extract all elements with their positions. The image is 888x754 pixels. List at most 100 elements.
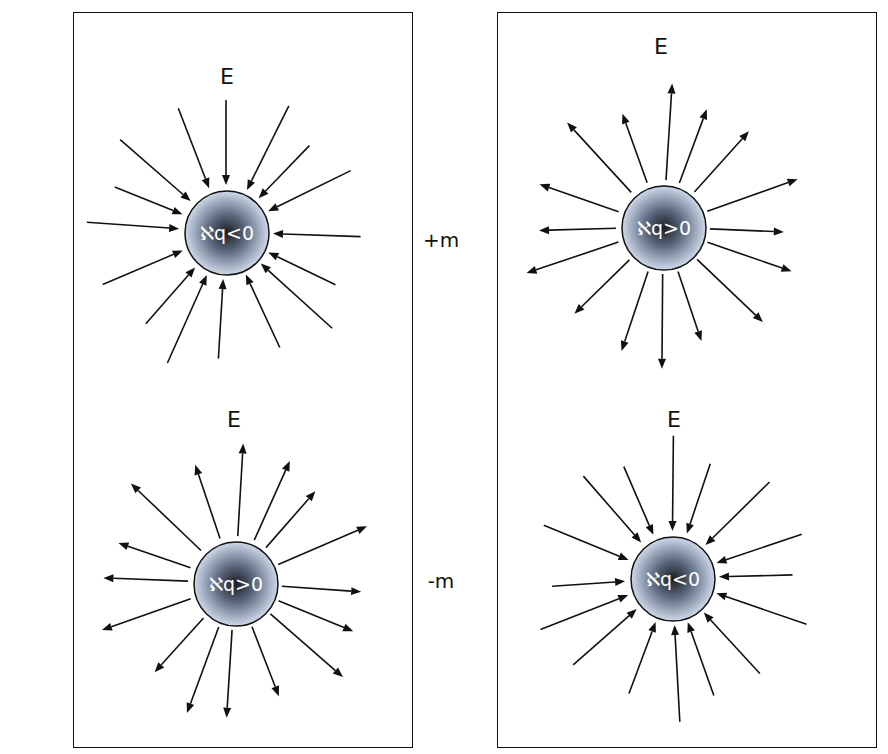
arrow-head — [261, 264, 271, 274]
field-line — [138, 490, 201, 550]
field-line — [225, 100, 227, 175]
arrow-head — [694, 330, 702, 341]
field-line — [549, 188, 619, 212]
field-line — [251, 106, 288, 181]
arrow-head — [540, 184, 551, 192]
field-line — [707, 182, 788, 211]
field-line — [697, 259, 756, 315]
field-line — [227, 630, 232, 708]
field-line — [726, 534, 802, 560]
field-panel: E E ℵq<0 ℵq>0 — [73, 12, 413, 748]
field-label: E — [227, 407, 241, 432]
arrow-head — [246, 275, 254, 286]
arrow-head — [667, 83, 675, 93]
field-line — [103, 254, 174, 284]
field-line — [691, 632, 714, 696]
arrow-head — [268, 252, 279, 260]
charge-label: ℵq>0 — [637, 217, 691, 239]
field-line — [279, 601, 344, 628]
arrow-head — [527, 266, 538, 274]
field-line — [624, 467, 650, 526]
arrow-head — [787, 179, 798, 187]
charge-label: ℵq<0 — [200, 222, 254, 244]
field-line — [198, 474, 220, 538]
arrow-head — [700, 109, 707, 120]
field-line — [690, 464, 710, 524]
arrow-head — [753, 312, 763, 322]
field-line — [167, 284, 202, 363]
arrow-head — [172, 250, 183, 258]
arrow-head — [669, 521, 677, 531]
field-line — [278, 530, 358, 564]
field-line — [582, 260, 630, 307]
field-line — [573, 616, 629, 665]
field-line — [113, 578, 188, 581]
arrow-head — [185, 267, 195, 277]
arrow-head — [658, 359, 666, 369]
arrow-head — [351, 587, 361, 595]
arrow-head — [781, 264, 792, 272]
arrow-head — [356, 526, 367, 534]
arrow-head — [716, 593, 727, 601]
arrow-head — [632, 532, 642, 542]
arrow-head — [686, 523, 694, 534]
field-line — [128, 546, 191, 567]
field-line — [268, 270, 332, 328]
field-line — [111, 599, 190, 627]
field-line — [266, 499, 309, 548]
charge-sphere: ℵq>0 — [192, 540, 280, 628]
field-line — [629, 631, 652, 693]
field-line — [87, 222, 169, 228]
field-line — [666, 93, 672, 180]
arrow-head — [615, 578, 625, 586]
charge-sphere: ℵq>0 — [620, 184, 708, 272]
arrow-head — [774, 228, 784, 236]
field-line — [146, 275, 189, 324]
arrow-head — [239, 444, 247, 454]
field-line — [679, 119, 703, 183]
field-line — [707, 242, 782, 268]
field-line — [544, 525, 619, 556]
field-line — [250, 284, 280, 348]
field-label: E — [220, 64, 234, 89]
arrow-head — [103, 574, 113, 582]
field-line — [678, 272, 698, 332]
arrow-head — [268, 203, 279, 211]
arrow-head — [219, 279, 227, 289]
field-line — [672, 436, 674, 521]
field-line — [661, 274, 663, 359]
arrow-head — [567, 122, 577, 132]
mass-label: +m — [423, 228, 459, 252]
arrow-head — [717, 556, 728, 564]
field-line — [266, 146, 310, 191]
arrow-head — [739, 131, 749, 141]
field-line — [729, 575, 793, 577]
field-line — [583, 476, 634, 535]
arrow-head — [187, 702, 195, 713]
field-line — [540, 599, 618, 630]
field-line — [178, 108, 205, 179]
field-line — [120, 140, 183, 195]
arrow-head — [272, 685, 279, 696]
field-line — [552, 582, 615, 586]
charge-sphere: ℵq<0 — [629, 535, 717, 623]
arrow-head — [646, 524, 654, 535]
arrow-head — [617, 595, 628, 602]
field-line — [277, 171, 351, 207]
field-line — [711, 620, 760, 673]
field-line — [282, 586, 351, 591]
charge-sphere: ℵq<0 — [183, 189, 271, 277]
field-line — [675, 635, 680, 722]
field-line — [726, 597, 807, 625]
field-line — [190, 627, 218, 704]
arrow-head — [306, 491, 316, 501]
field-line — [238, 453, 243, 536]
arrow-head — [102, 623, 113, 631]
mass-label: -m — [428, 569, 455, 593]
arrow-head — [118, 542, 129, 550]
arrow-head — [627, 609, 637, 619]
arrow-head — [223, 707, 231, 717]
arrow-head — [622, 114, 630, 125]
field-line — [710, 229, 774, 232]
arrow-head — [618, 553, 629, 561]
